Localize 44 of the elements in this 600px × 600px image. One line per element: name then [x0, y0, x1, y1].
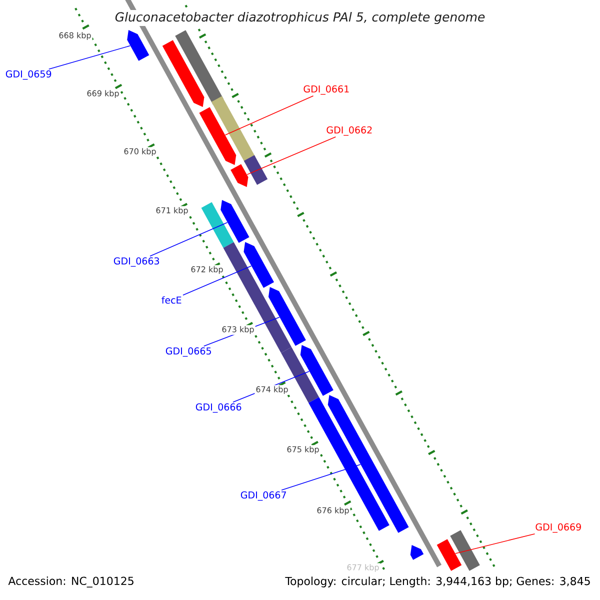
gene-bar [244, 242, 274, 288]
gene-label: GDI_0666 [196, 403, 242, 413]
gene-bar [220, 200, 250, 243]
leader-line [150, 222, 228, 257]
leader-line [48, 45, 131, 70]
gene-bar [211, 96, 256, 163]
scale-label: 670 kbp [122, 147, 158, 157]
scale-label: 668 kbp [58, 31, 92, 41]
gene-bar [223, 242, 292, 353]
gene-bar [300, 345, 334, 396]
leader-line [182, 266, 252, 296]
gene-bar [410, 545, 424, 560]
scale-label: 677 kbp [346, 563, 380, 573]
gene-bar [127, 30, 150, 61]
gene-bar [230, 164, 248, 187]
scale-label: 671 kbp [154, 206, 190, 216]
scale-label: 673 kbp [220, 325, 256, 335]
accession-text: Accession: NC_010125 [8, 576, 134, 588]
gene-label: GDI_0659 [6, 70, 52, 80]
scale-label: 669 kbp [86, 89, 120, 99]
gene-label: GDI_0669 [536, 523, 581, 533]
gene-label: GDI_0661 [304, 85, 349, 95]
leader-line [281, 464, 361, 491]
gene-label: GDI_0665 [166, 347, 211, 357]
gene-bar [450, 530, 480, 571]
gene-label: fecE [162, 296, 182, 304]
gene-bar [244, 155, 268, 185]
gene-bar [201, 202, 234, 248]
gene-label: GDI_0667 [240, 491, 286, 501]
leader-line [455, 533, 536, 554]
scale-label: 674 kbp [254, 385, 290, 395]
genome-info-text: Topology: circular; Length: 3,944,163 bp; Genes: 3,845 [285, 576, 590, 588]
title: Gluconacetobacter diazotrophicus PAl 5, complete genome [112, 10, 488, 26]
gene-label: GDI_0662 [326, 126, 372, 136]
gene-bar [436, 539, 462, 571]
scale-label: 672 kbp [190, 265, 224, 275]
leader-line [246, 136, 336, 175]
gene-bar [268, 287, 306, 346]
gene-bar [162, 40, 204, 107]
scale-label: 676 kbp [316, 506, 350, 516]
gene-bar [199, 107, 236, 165]
leader-line [224, 95, 314, 136]
gene-label: GDI_0663 [114, 257, 160, 267]
scale-label: 675 kbp [286, 445, 320, 455]
